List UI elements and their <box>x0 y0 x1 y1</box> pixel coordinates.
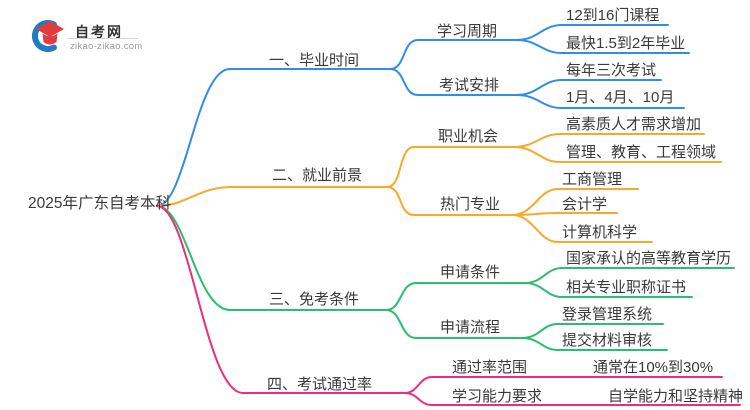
leaf-node: 国家承认的高等教育学历 <box>566 250 732 267</box>
leaf-node: 12到16门课程 <box>566 7 660 24</box>
subtopic-node-apply-conditions: 申请条件 <box>440 264 501 281</box>
connector-line <box>516 39 690 54</box>
leaf-node: 管理、教育、工程领域 <box>566 144 717 161</box>
connector-line <box>389 39 518 70</box>
connector-line <box>389 68 518 96</box>
leaf-node: 自学能力和坚持精神 <box>608 388 744 405</box>
branch-lines-pass-rate <box>156 205 741 406</box>
connector-line <box>385 309 523 339</box>
connector-line <box>524 282 693 298</box>
leaf-node: 每年三次考试 <box>566 62 657 79</box>
subtopic-node-study-cycle: 学习周期 <box>437 23 498 40</box>
subtopic-node-career-chances: 职业机会 <box>438 128 499 145</box>
leaf-node: 1月、4月、10月 <box>566 89 675 106</box>
connector-line <box>386 146 515 188</box>
connector-line <box>513 146 722 163</box>
connector-line <box>511 214 653 243</box>
leaf-node: 最快1.5到2年毕业 <box>566 35 686 52</box>
connector-line <box>156 205 406 394</box>
graduation-cap-icon <box>31 20 64 52</box>
leaf-node: 登录管理系统 <box>562 306 653 323</box>
site-logo: 自考网 zikao-zikao.com <box>29 17 159 57</box>
branch-node-employment: 二、就业前景 <box>272 167 363 184</box>
subtopic-node-apply-process: 申请流程 <box>440 319 501 336</box>
site-name: 自考网 <box>75 24 123 40</box>
logo-divider <box>68 38 138 39</box>
subtopic-node-rate-range: 通过率范围 <box>452 359 528 376</box>
connector-line <box>156 186 388 207</box>
leaf-node: 会计学 <box>562 196 608 213</box>
branch-node-graduation-time: 一、毕业时间 <box>269 52 360 69</box>
subtopic-node-exam-schedule: 考试安排 <box>439 77 500 94</box>
connector-line <box>156 68 391 207</box>
connector-line <box>521 337 668 351</box>
leaf-node: 工商管理 <box>562 171 623 188</box>
subtopic-node-hot-majors: 热门专业 <box>440 196 501 213</box>
leaf-node: 通常在10%到30% <box>593 359 714 376</box>
leaf-node: 相关专业职称证书 <box>566 279 687 296</box>
branch-node-exemption: 三、免考条件 <box>269 291 360 308</box>
connector-line <box>404 376 544 394</box>
leaf-node: 高素质人才需求增加 <box>566 116 702 133</box>
branch-node-pass-rate: 四、考试通过率 <box>267 376 373 393</box>
branch-lines-employment <box>156 133 722 243</box>
connector-line <box>404 392 551 406</box>
subtopic-node-ability-required: 学习能力要求 <box>452 388 543 405</box>
leaf-node: 提交材料审核 <box>562 332 653 349</box>
connector-line <box>516 94 685 109</box>
site-domain: zikao-zikao.com <box>70 41 143 52</box>
branch-lines-graduation-time <box>156 24 690 207</box>
connector-line <box>385 282 526 311</box>
branch-lines-exemption <box>156 205 735 351</box>
connector-line <box>386 186 513 216</box>
connector-line <box>511 212 618 216</box>
root-node: 2025年广东自考本科 <box>28 195 171 212</box>
leaf-node: 计算机科学 <box>562 224 638 241</box>
